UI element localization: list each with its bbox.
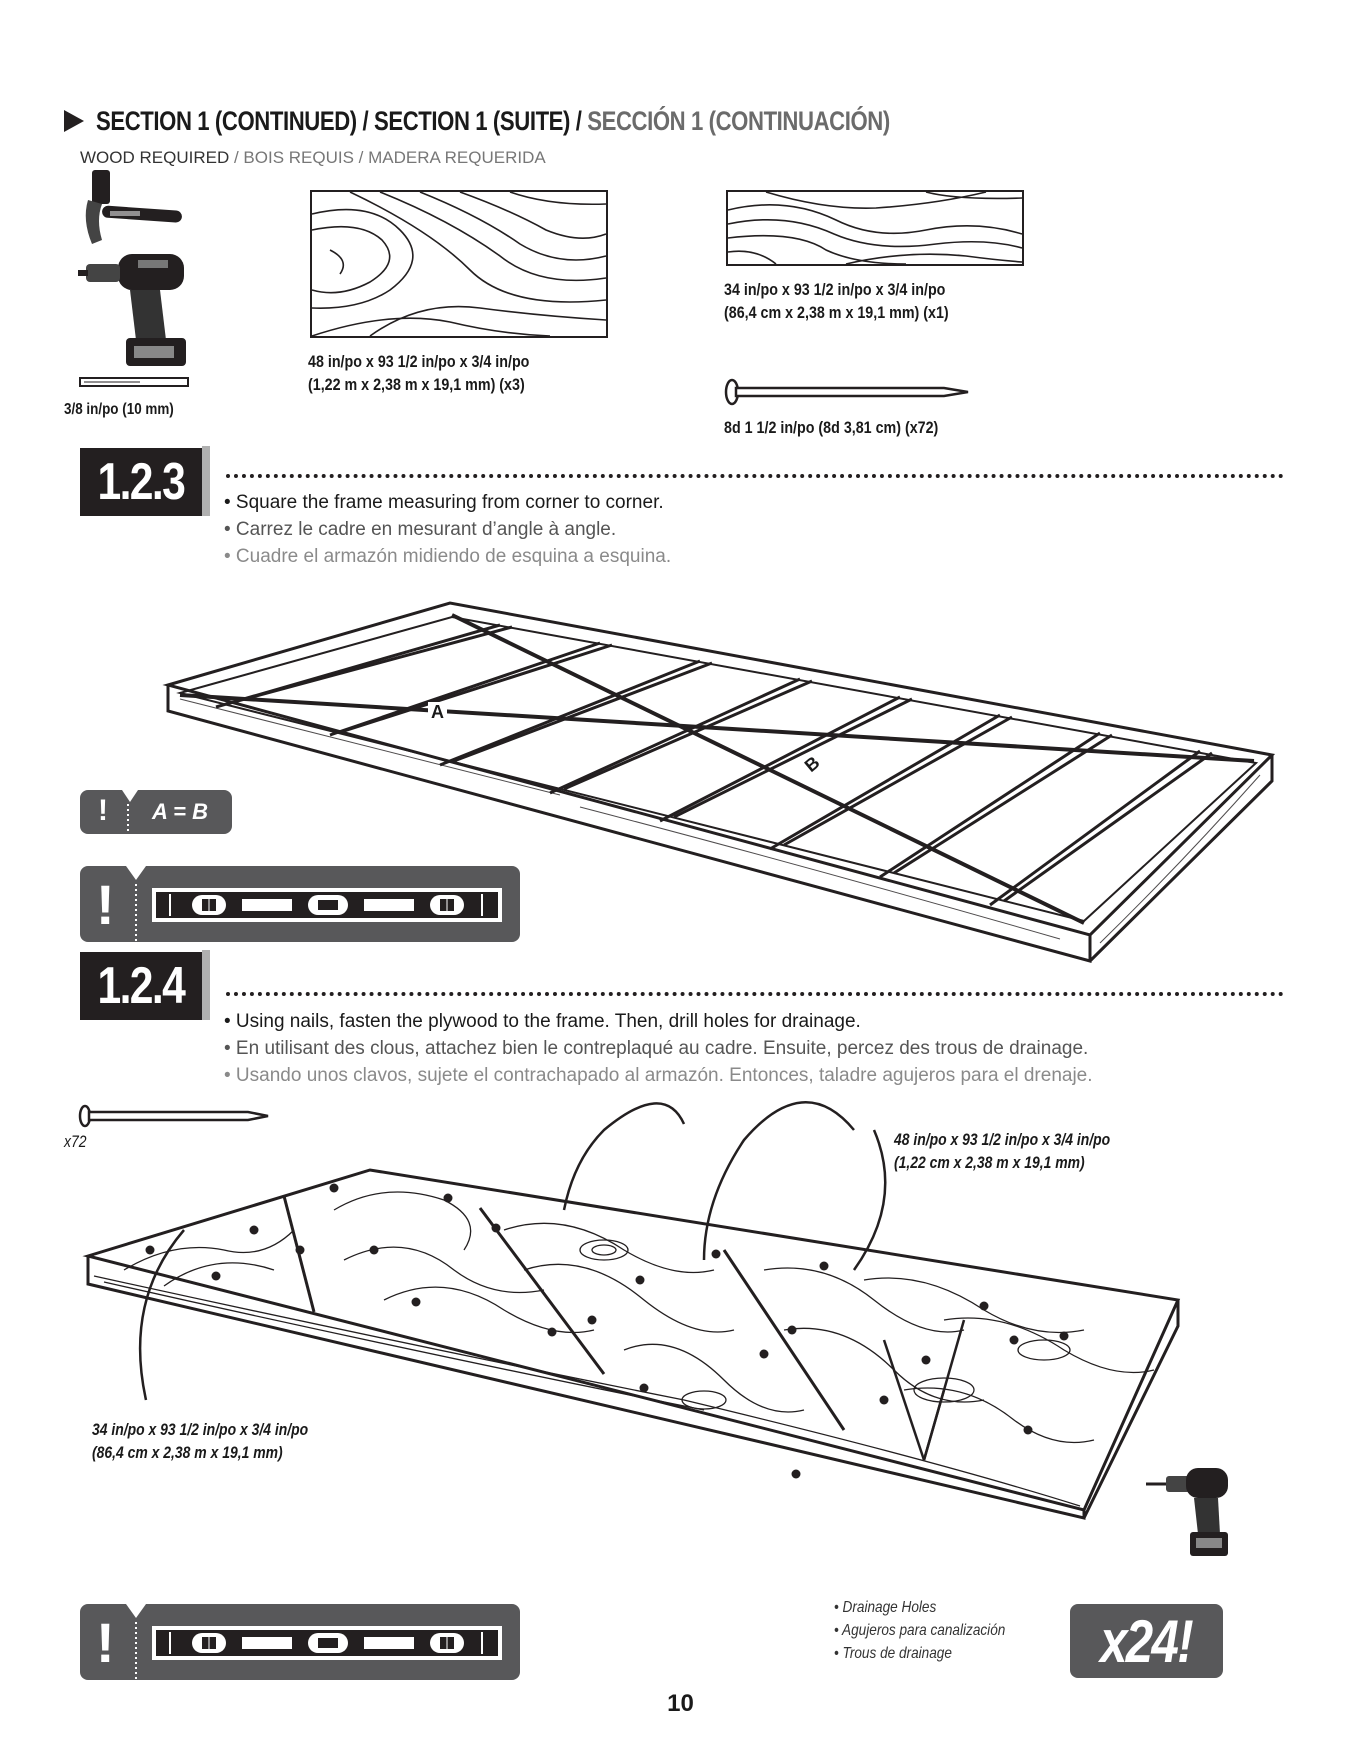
drill-icon bbox=[1146, 1464, 1230, 1558]
warning-icon: ! bbox=[96, 1610, 115, 1675]
warning-a-equals-b: ! A = B bbox=[80, 790, 232, 834]
drainage-count-badge: x24! bbox=[1070, 1604, 1223, 1678]
nail-spec: 8d 1 1/2 in/po (8d 3,81 cm) (x72) bbox=[724, 416, 938, 439]
drainage-legend: • Drainage Holes • Agujeros para canaliz… bbox=[834, 1596, 1005, 1665]
plywood-small-icon bbox=[726, 190, 1024, 266]
level-warning-2: ! bbox=[80, 1604, 520, 1680]
hammer-icon bbox=[80, 170, 190, 248]
drill-bit-size: 3/8 in/po (10 mm) bbox=[64, 398, 174, 421]
equation-text: A = B bbox=[152, 799, 208, 825]
page-number: 10 bbox=[0, 1690, 1361, 1718]
plywood-large-icon bbox=[310, 190, 608, 338]
plywood-deck-illustration bbox=[84, 1100, 1184, 1520]
warning-icon: ! bbox=[96, 872, 115, 937]
level-icon bbox=[152, 888, 502, 922]
diagonal-label-a: A bbox=[428, 702, 447, 723]
warning-notch bbox=[124, 1604, 146, 1680]
nail-icon bbox=[724, 378, 970, 406]
wood-required-label: WOOD REQUIRED / BOIS REQUIS / MADERA REQ… bbox=[80, 148, 546, 168]
level-warning-1: ! bbox=[80, 866, 520, 942]
drill-icon bbox=[78, 248, 190, 368]
step-dotted-rule bbox=[226, 474, 1284, 478]
level-icon bbox=[152, 1626, 502, 1660]
warning-notch bbox=[124, 866, 146, 942]
step-123-instructions: • Square the frame measuring from corner… bbox=[224, 489, 671, 570]
step-124-instructions: • Using nails, fasten the plywood to the… bbox=[224, 1008, 1093, 1089]
section-title: SECTION 1 (CONTINUED) / SECTION 1 (SUITE… bbox=[96, 106, 890, 137]
drill-bit-icon bbox=[80, 376, 190, 388]
step-divider bbox=[202, 446, 210, 516]
step-number-123: 1.2.3 bbox=[80, 448, 202, 516]
warning-notch bbox=[122, 790, 138, 834]
step-dotted-rule bbox=[226, 992, 1284, 996]
board-large-spec: 48 in/po x 93 1/2 in/po x 3/4 in/po (1,2… bbox=[308, 350, 529, 396]
step-number-124: 1.2.4 bbox=[80, 952, 202, 1020]
board-small-spec: 34 in/po x 93 1/2 in/po x 3/4 in/po (86,… bbox=[724, 278, 949, 324]
warning-icon: ! bbox=[98, 794, 108, 828]
step-divider bbox=[202, 950, 210, 1020]
section-arrow-icon bbox=[64, 110, 84, 132]
